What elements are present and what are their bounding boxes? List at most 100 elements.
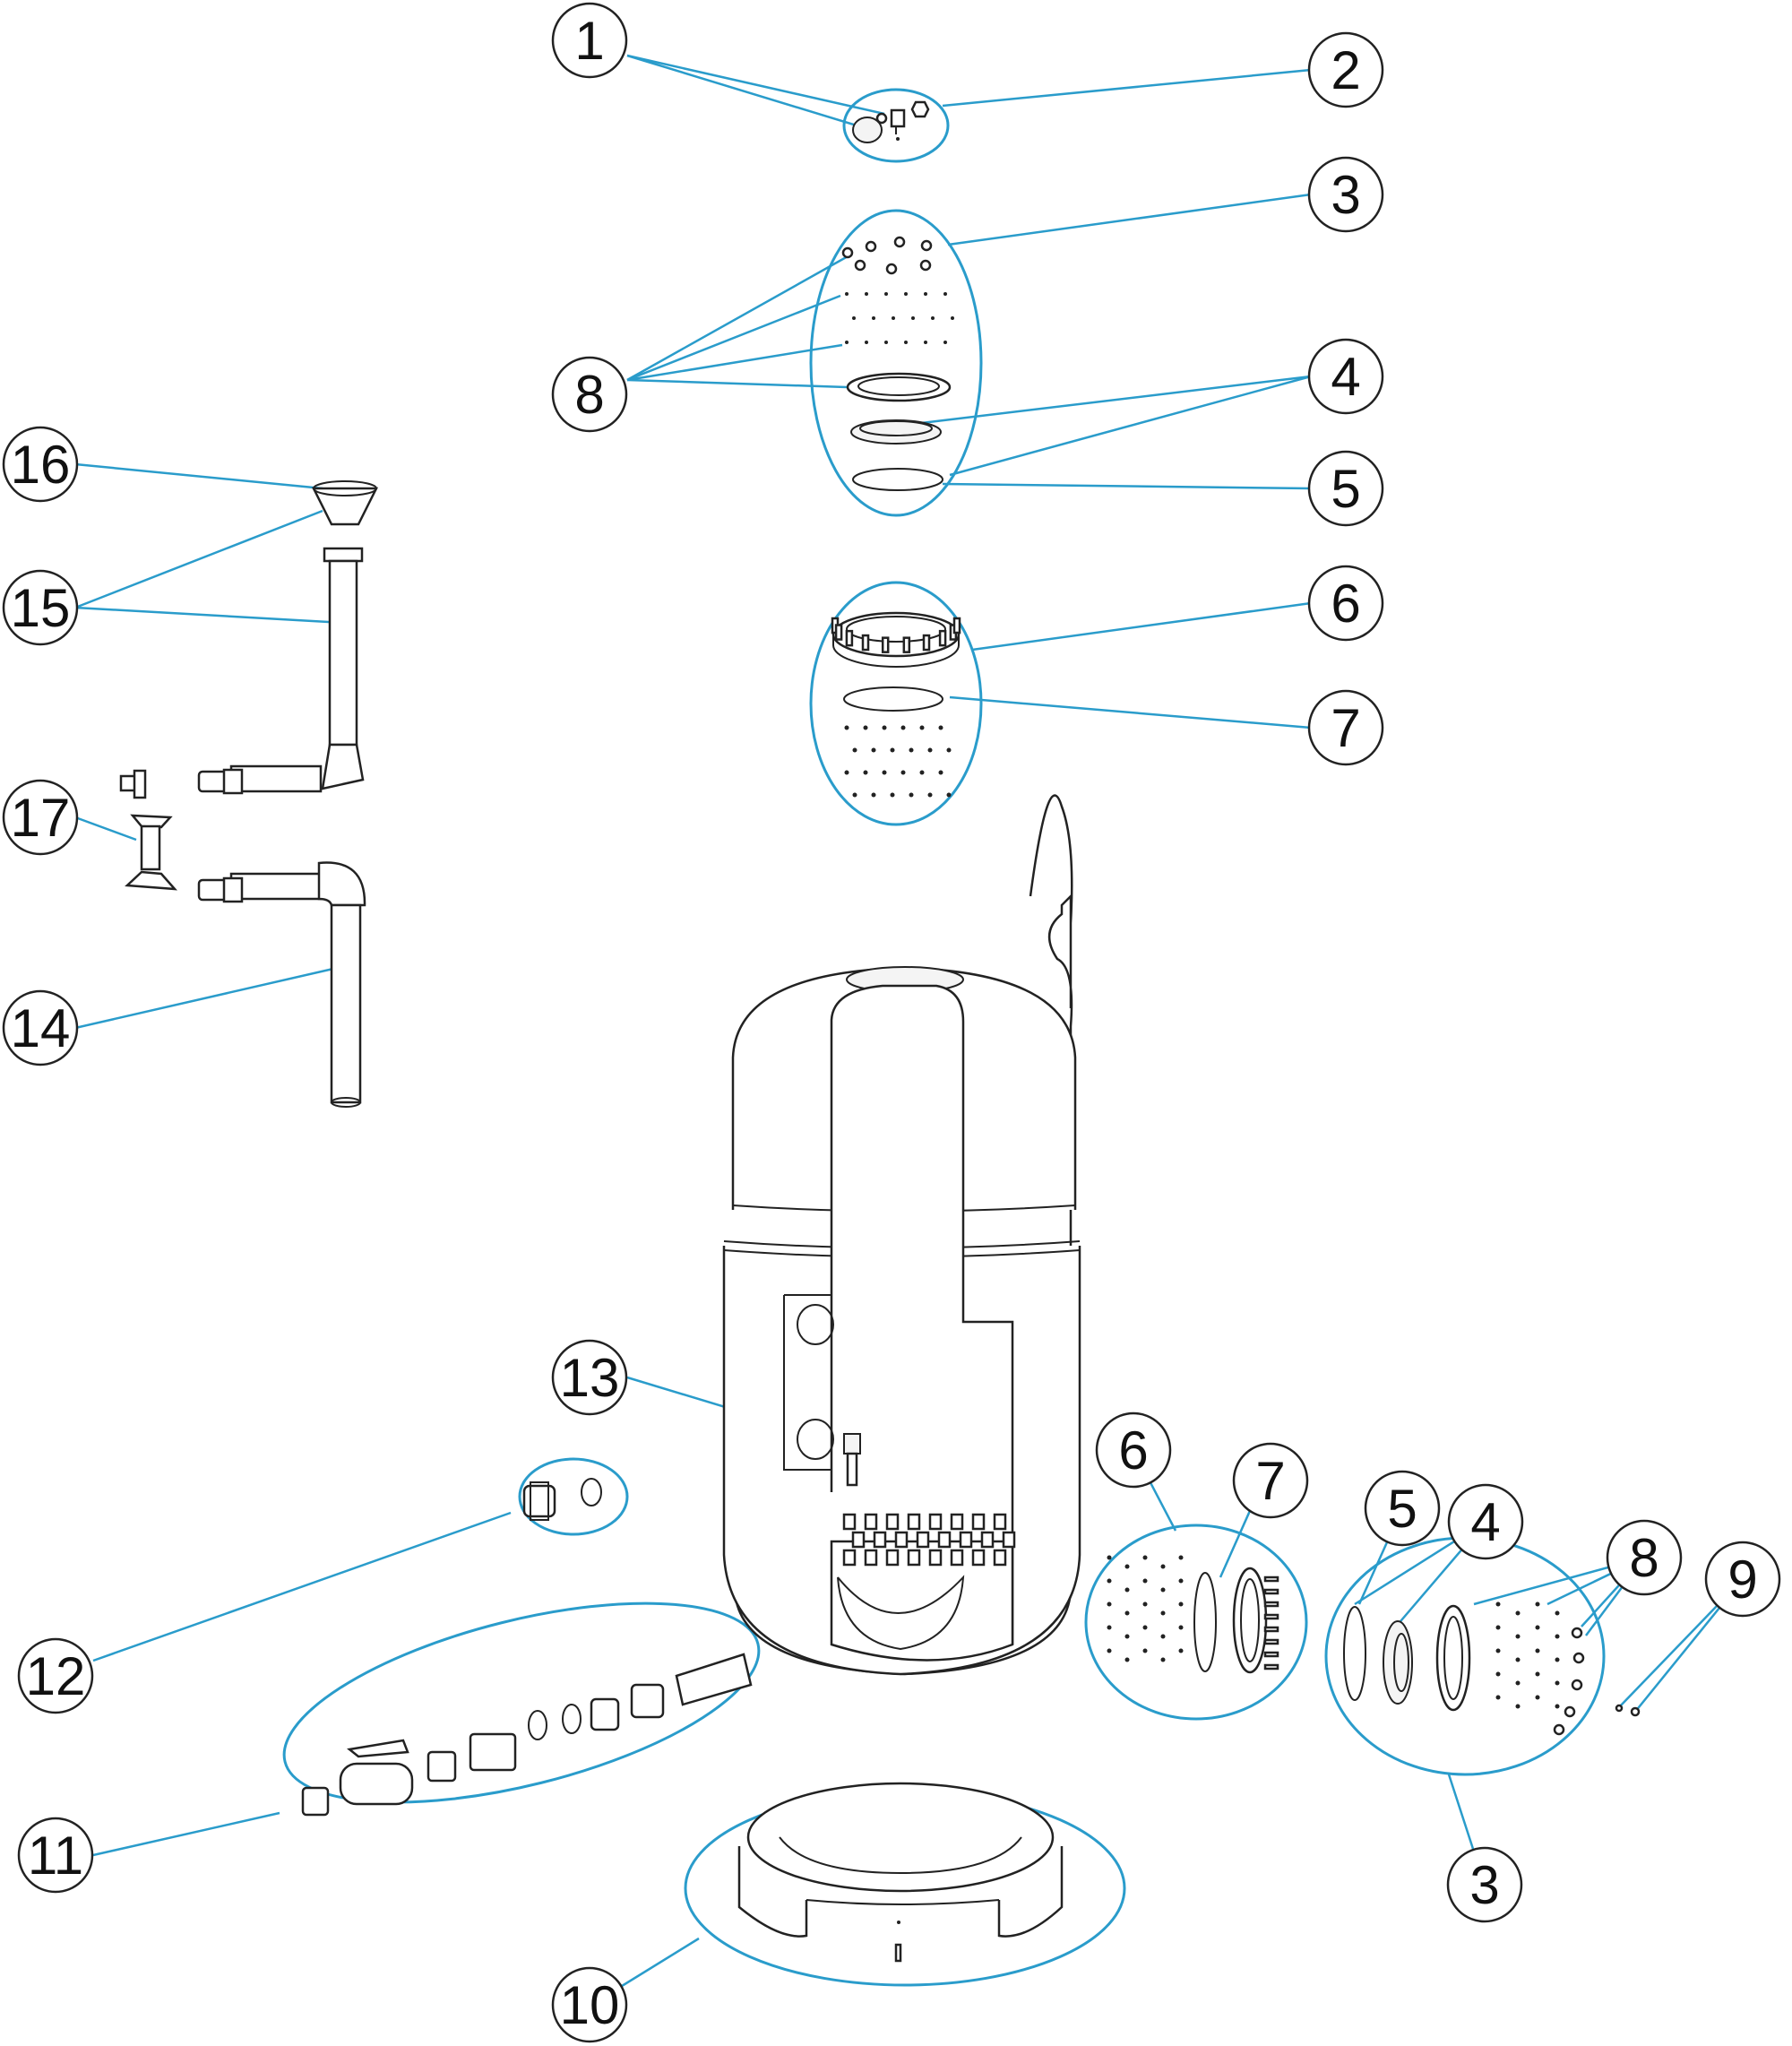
screw-dot — [845, 341, 849, 344]
screw-dot — [1178, 1555, 1184, 1560]
screw-dot — [1178, 1625, 1184, 1630]
screw-dot — [1515, 1680, 1521, 1686]
flange-tooth — [922, 634, 931, 652]
nozzle-cap — [865, 240, 877, 253]
callout-4-top: 4 — [1307, 338, 1384, 415]
callout-14: 14 — [2, 989, 79, 1066]
screw-dot — [951, 316, 954, 320]
screw-dot — [1555, 1680, 1560, 1686]
screw-dot — [852, 316, 856, 320]
lateral-nozzle — [873, 1531, 887, 1549]
callout-10: 10 — [551, 1966, 628, 2043]
screw-dot — [931, 316, 935, 320]
screw-dot — [1555, 1634, 1560, 1639]
svg-text:7: 7 — [1331, 698, 1360, 758]
screw-dot — [845, 292, 849, 296]
lateral-nozzle — [937, 1531, 952, 1549]
svg-text:13: 13 — [560, 1348, 620, 1408]
flange-tooth — [1263, 1663, 1279, 1670]
filter-tank — [722, 794, 1081, 1676]
screw-dot — [1535, 1671, 1540, 1677]
callout-9: 9 — [1704, 1541, 1781, 1618]
screw-dot — [1515, 1610, 1521, 1616]
screw-dot — [865, 341, 868, 344]
side-lid-parts — [1343, 1601, 1641, 1736]
nozzle-cap — [1553, 1723, 1565, 1736]
side-flange-parts — [1107, 1555, 1279, 1674]
flange-tooth — [861, 634, 870, 652]
screw-dot — [1142, 1601, 1148, 1607]
screw-dot — [1515, 1634, 1521, 1639]
flange-tooth — [1263, 1638, 1279, 1645]
lateral-nozzle — [842, 1549, 857, 1567]
lateral-nozzle — [885, 1513, 900, 1531]
flange-tooth — [902, 636, 911, 653]
screw-dot — [943, 341, 947, 344]
pipe-assembly — [119, 480, 379, 1108]
screw-dot — [1555, 1610, 1560, 1616]
screw-dot — [938, 770, 943, 775]
lateral-nozzle — [959, 1531, 973, 1549]
valve-kit-parts — [301, 1653, 753, 1817]
svg-text:14: 14 — [11, 998, 71, 1058]
callout-2: 2 — [1307, 31, 1384, 108]
screw-dot — [1160, 1634, 1166, 1639]
svg-text:9: 9 — [1727, 1550, 1757, 1610]
callout-5-side: 5 — [1364, 1470, 1441, 1547]
callout-4-side: 4 — [1447, 1483, 1524, 1560]
vent-plug-parts — [852, 100, 930, 143]
nozzle-cap — [1572, 1652, 1585, 1664]
screw-dot — [1535, 1695, 1540, 1700]
tank-base — [737, 1782, 1064, 1963]
screw-dot — [1160, 1564, 1166, 1569]
lateral-nozzle — [971, 1513, 986, 1531]
screw-dot — [909, 747, 914, 753]
screw-dot — [852, 792, 857, 798]
screw-dot — [1515, 1657, 1521, 1662]
lateral-nozzle — [907, 1549, 921, 1567]
screw-dot — [904, 292, 908, 296]
screw-dot — [1107, 1648, 1112, 1653]
screw-dot — [1160, 1657, 1166, 1662]
flange-tooth — [938, 629, 947, 647]
screw-dot — [1142, 1555, 1148, 1560]
callout-8-top: 8 — [551, 356, 628, 433]
callout-6-top: 6 — [1307, 565, 1384, 642]
callout-15: 15 — [2, 569, 79, 646]
screw-dot — [900, 725, 906, 730]
screw-dot — [863, 725, 868, 730]
screw-dot — [890, 747, 895, 753]
screw-dot — [1124, 1564, 1130, 1569]
screw-dot — [1535, 1625, 1540, 1630]
screw-dot — [1142, 1625, 1148, 1630]
lateral-nozzle — [864, 1513, 878, 1531]
nozzle-cap — [1564, 1705, 1576, 1718]
screw-dot — [946, 792, 952, 798]
svg-text:3: 3 — [1469, 1855, 1499, 1915]
nozzle-cap — [854, 259, 866, 272]
lateral-nozzle — [928, 1549, 943, 1567]
svg-text:2: 2 — [1331, 40, 1360, 100]
flange-tooth — [1263, 1576, 1279, 1583]
screw-dot — [884, 292, 888, 296]
callout-11: 11 — [17, 1817, 94, 1894]
svg-text:6: 6 — [1331, 574, 1360, 634]
screw-dot — [892, 316, 895, 320]
screw-dot — [1515, 1704, 1521, 1709]
screw-dot — [844, 770, 849, 775]
callout-7-top: 7 — [1307, 689, 1384, 766]
svg-text:17: 17 — [11, 788, 71, 848]
screw-dot — [1107, 1555, 1112, 1560]
callout-6-side: 6 — [1095, 1411, 1172, 1489]
svg-text:5: 5 — [1331, 459, 1360, 519]
leader-lines — [74, 54, 1744, 2007]
callout-17: 17 — [2, 779, 79, 856]
group-outline-valve-kit — [282, 1601, 761, 1804]
callout-16: 16 — [2, 426, 79, 503]
group-outline-side-flange — [1084, 1524, 1308, 1721]
screw-dot — [919, 725, 925, 730]
screw-dot — [1124, 1634, 1130, 1639]
screw-dot — [927, 747, 933, 753]
screw-dot — [909, 792, 914, 798]
flange-tooth — [1263, 1601, 1279, 1608]
